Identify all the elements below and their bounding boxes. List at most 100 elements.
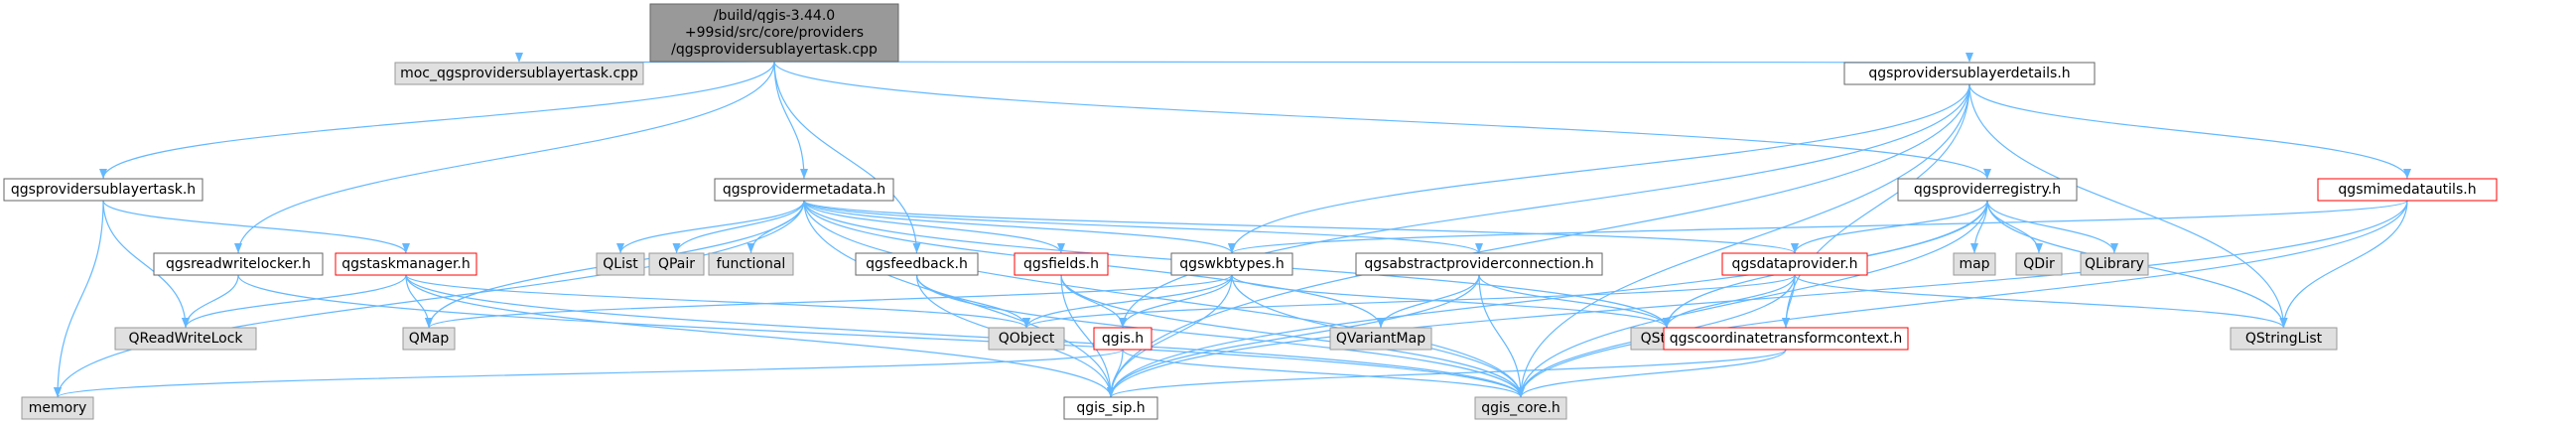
node-registry-label: qgsproviderregistry.h xyxy=(1914,182,2061,198)
edge-sublayerdetails-to-qstringlist xyxy=(1968,83,2288,329)
node-abstractconn[interactable]: qgsabstractproviderconnection.h xyxy=(1355,252,1603,276)
node-feedback-box xyxy=(855,252,979,276)
node-fields[interactable]: qgsfields.h xyxy=(1014,252,1109,276)
node-qgiscore[interactable]: qgis_core.h xyxy=(1474,396,1567,420)
edge-registry-to-dataprovider xyxy=(1791,200,1988,254)
node-root-label: /build/qgis-3.44.0 xyxy=(714,8,835,24)
node-sublayerdetails-box xyxy=(1843,62,2096,85)
edge-metadata-to-qgissip xyxy=(803,200,1115,398)
node-feedback[interactable]: qgsfeedback.h xyxy=(855,252,979,276)
node-metadata[interactable]: qgsprovidermetadata.h xyxy=(714,178,894,202)
node-metadata-label: qgsprovidermetadata.h xyxy=(723,182,885,198)
node-taskmanager-box xyxy=(335,252,477,276)
edge-sublayerdetails-to-qgissip xyxy=(1107,83,1970,398)
edge-mimedatautils-to-qstringlist xyxy=(2279,200,2408,329)
node-sublayerdetails[interactable]: qgsprovidersublayerdetails.h xyxy=(1843,62,2096,85)
edge-sublayerdetails-to-wkbtypes xyxy=(1228,83,1970,254)
node-abstractconn-box xyxy=(1355,252,1603,276)
node-abstractconn-label: qgsabstractproviderconnection.h xyxy=(1364,256,1593,272)
node-registry-box xyxy=(1897,178,2078,202)
node-wkbtypes-box xyxy=(1170,252,1293,276)
node-qstringlist-label: QStringList xyxy=(2245,331,2323,347)
node-coordtransform-box xyxy=(1663,327,1909,351)
node-coordtransform-label: qgscoordinatetransformcontext.h xyxy=(1670,331,1902,347)
node-qmap[interactable]: QMap xyxy=(402,327,456,351)
node-qdir-label: QDir xyxy=(2023,256,2055,272)
edge-feedback-to-qobject xyxy=(915,274,1030,329)
node-qvariantmap-label: QVariantMap xyxy=(1336,331,1425,347)
node-functional-box xyxy=(708,252,794,276)
node-qpair[interactable]: QPair xyxy=(648,252,705,276)
edge-registry-to-qlibrary xyxy=(1986,200,2118,254)
node-coordtransform[interactable]: qgscoordinatetransformcontext.h xyxy=(1663,327,1909,351)
node-qreadwritelock[interactable]: QReadWriteLock xyxy=(114,327,257,351)
node-readwritelocker-label: qgsreadwritelocker.h xyxy=(166,256,311,272)
node-qreadwritelock-label: QReadWriteLock xyxy=(128,331,243,347)
edge-sublayertask-to-taskmanager xyxy=(102,200,410,254)
node-qdir-box xyxy=(2015,252,2063,276)
edge-wkbtypes-to-qstring xyxy=(1231,274,1671,329)
edge-sublayertask-to-memory xyxy=(54,200,104,398)
node-readwritelocker-box xyxy=(153,252,324,276)
edge-dataprovider-to-qstringlist xyxy=(1794,274,2288,329)
edge-coordtransform-to-qgiscore xyxy=(1517,349,1787,398)
node-memory-label: memory xyxy=(29,400,87,416)
node-qvariantmap-box xyxy=(1329,327,1432,351)
node-map[interactable]: map xyxy=(1953,252,1996,276)
edge-fields-to-qgiscore xyxy=(1060,274,1525,398)
node-fields-label: qgsfields.h xyxy=(1023,256,1099,272)
node-map-label: map xyxy=(1959,256,1989,272)
edge-wkbtypes-to-qobject xyxy=(1022,274,1233,329)
edge-metadata-to-fields xyxy=(803,200,1065,254)
edge-sublayertask-to-qreadwritelock xyxy=(102,200,190,329)
node-qlibrary-box xyxy=(2080,252,2149,276)
edge-taskmanager-to-qreadwritelock xyxy=(182,274,407,329)
edge-metadata-to-abstractconn xyxy=(803,200,1483,254)
node-qgissip[interactable]: qgis_sip.h xyxy=(1063,396,1158,420)
node-qgish[interactable]: qgis.h xyxy=(1093,327,1152,351)
edge-taskmanager-to-qgissip xyxy=(405,274,1115,398)
node-taskmanager[interactable]: qgstaskmanager.h xyxy=(335,252,477,276)
edge-metadata-to-qpair xyxy=(672,200,805,254)
edge-metadata-to-qgiscore xyxy=(803,200,1525,398)
edge-metadata-to-qlist xyxy=(616,200,805,254)
edge-qgish-to-memory xyxy=(54,349,1124,398)
node-qlibrary[interactable]: QLibrary xyxy=(2080,252,2149,276)
node-dataprovider[interactable]: qgsdataprovider.h xyxy=(1721,252,1868,276)
node-map-box xyxy=(1953,252,1996,276)
node-readwritelocker[interactable]: qgsreadwritelocker.h xyxy=(153,252,324,276)
edge-mimedatautils-to-qgiscore xyxy=(1517,200,2408,398)
node-qdir[interactable]: QDir xyxy=(2015,252,2063,276)
node-dataprovider-box xyxy=(1721,252,1868,276)
edge-sublayerdetails-to-qgiscore xyxy=(1517,83,1970,398)
node-sublayertask[interactable]: qgsprovidersublayertask.h xyxy=(3,178,203,202)
edge-sublayerdetails-to-mimedatautils xyxy=(1968,83,2411,180)
edge-abstractconn-to-qgiscore xyxy=(1478,274,1525,398)
node-qgissip-label: qgis_sip.h xyxy=(1076,400,1145,416)
node-mimedatautils[interactable]: qgsmimedatautils.h xyxy=(2317,178,2498,202)
node-root[interactable]: /build/qgis-3.44.0+99sid/src/core/provid… xyxy=(649,3,899,63)
node-root-label: +99sid/src/core/providers xyxy=(685,25,864,41)
edge-root-to-registry xyxy=(773,61,1991,180)
node-qobject[interactable]: QObject xyxy=(988,327,1065,351)
node-qpair-box xyxy=(648,252,705,276)
node-functional[interactable]: functional xyxy=(708,252,794,276)
node-qlist-box xyxy=(596,252,645,276)
node-qgiscore-label: qgis_core.h xyxy=(1481,400,1560,416)
node-wkbtypes[interactable]: qgswkbtypes.h xyxy=(1170,252,1293,276)
node-qlist[interactable]: QList xyxy=(596,252,645,276)
node-registry[interactable]: qgsproviderregistry.h xyxy=(1897,178,2078,202)
edge-root-to-readwritelocker xyxy=(234,61,775,254)
edge-root-to-metadata xyxy=(773,61,808,180)
node-memory[interactable]: memory xyxy=(21,396,94,420)
node-qstringlist[interactable]: QStringList xyxy=(2230,327,2338,351)
node-sublayertask-label: qgsprovidersublayertask.h xyxy=(11,182,196,198)
node-moc[interactable]: moc_qgsprovidersublayertask.cpp xyxy=(394,62,644,85)
node-qpair-label: QPair xyxy=(658,256,695,272)
edge-taskmanager-to-qobject xyxy=(405,274,1030,329)
node-qobject-label: QObject xyxy=(999,331,1055,347)
node-mimedatautils-label: qgsmimedatautils.h xyxy=(2338,182,2476,198)
edge-mimedatautils-to-qgissip xyxy=(1107,200,2408,398)
node-qvariantmap[interactable]: QVariantMap xyxy=(1329,327,1432,351)
